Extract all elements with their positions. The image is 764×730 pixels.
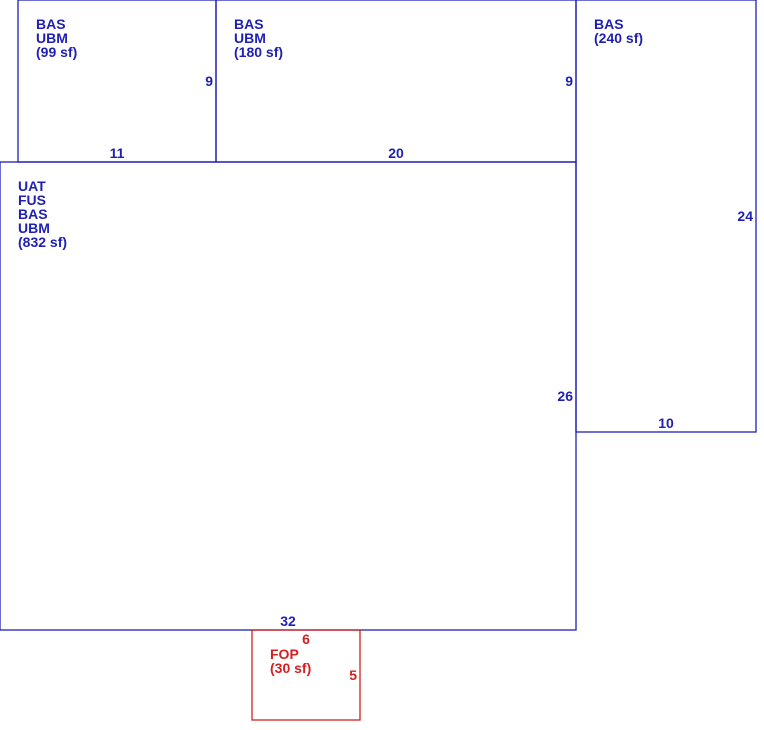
area-5-outline — [251, 629, 361, 721]
area-1-bottom-dimension: 11 — [110, 145, 125, 161]
area-1-side-dimension: 9 — [205, 73, 213, 89]
area-3-label: BAS (240 sf) — [594, 16, 643, 46]
area-4-label: UAT FUS BAS UBM (832 sf) — [18, 178, 67, 250]
area-5-side-dimension: 5 — [349, 667, 357, 683]
area-1-label: BAS UBM (99 sf) — [36, 16, 77, 60]
area-2-outline — [215, 0, 577, 163]
area-4-side-dimension: 26 — [557, 388, 573, 404]
area-5-label: FOP (30 sf) — [270, 646, 311, 676]
area-4-bottom-dimension: 32 — [280, 613, 296, 629]
area-3-outline — [575, 0, 757, 433]
area-2-bottom-dimension: 20 — [388, 145, 404, 161]
area-3-side-dimension: 24 — [737, 208, 753, 224]
area-2-side-dimension: 9 — [565, 73, 573, 89]
area-3-bottom-dimension: 10 — [658, 415, 674, 431]
area-4-outline — [0, 161, 577, 631]
area-5-top-dimension: 6 — [302, 631, 310, 647]
area-2-label: BAS UBM (180 sf) — [234, 16, 283, 60]
